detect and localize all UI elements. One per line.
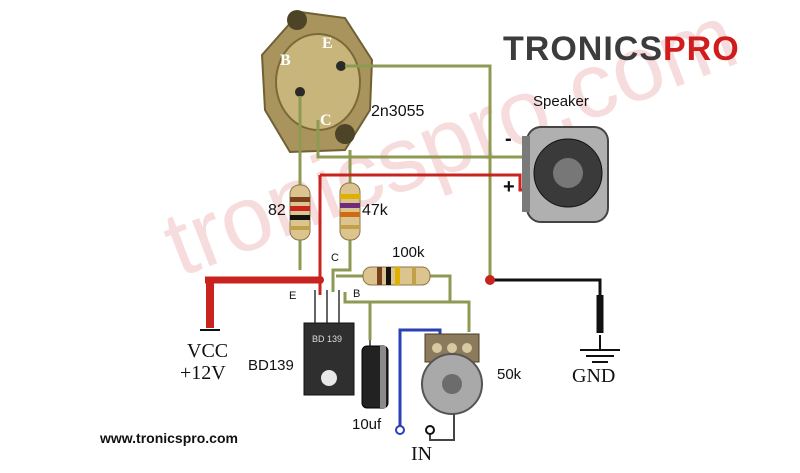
speaker-plus: + bbox=[503, 176, 515, 198]
capacitor-10uf bbox=[361, 340, 389, 409]
voltage-label: +12V bbox=[180, 362, 226, 384]
input-terminal-1 bbox=[395, 425, 405, 435]
pin-c-bd139: C bbox=[331, 252, 339, 264]
input-label: IN bbox=[411, 443, 433, 465]
resistor-82 bbox=[289, 184, 311, 241]
junction-dots bbox=[316, 275, 495, 285]
pin-b-bd139: B bbox=[353, 288, 361, 300]
pin-e-bd139: E bbox=[289, 290, 297, 302]
pot-label: 50k bbox=[497, 366, 522, 383]
capacitor-label: 10uf bbox=[352, 416, 382, 433]
resistor-47k-label: 47k bbox=[362, 202, 388, 219]
input-terminal-2 bbox=[425, 425, 435, 435]
bd139-label: BD139 bbox=[248, 357, 294, 374]
website-url: www.tronicspro.com bbox=[100, 430, 238, 446]
pin-b-2n3055: B bbox=[280, 52, 291, 69]
brand-logo: TRONICSPRO bbox=[503, 30, 740, 68]
pin-e-2n3055: E bbox=[322, 35, 333, 52]
pin-c-2n3055: C bbox=[320, 112, 332, 129]
resistor-100k bbox=[362, 266, 431, 286]
label-2n3055: 2n3055 bbox=[371, 103, 425, 120]
transistor-bd139 bbox=[303, 290, 355, 396]
olive-wires bbox=[298, 64, 527, 340]
transistor-2n3055 bbox=[260, 10, 374, 154]
gnd-label: GND bbox=[572, 365, 616, 387]
ground-symbol bbox=[580, 335, 620, 363]
speaker-minus: - bbox=[505, 128, 512, 150]
vcc-label: VCC bbox=[187, 340, 229, 362]
resistor-82-label: 82 bbox=[268, 202, 286, 219]
speaker bbox=[522, 126, 609, 223]
gnd-wire bbox=[490, 278, 602, 330]
resistor-100k-label: 100k bbox=[392, 244, 425, 261]
bd139-marking: BD 139 bbox=[312, 334, 343, 344]
potentiometer-50k bbox=[421, 333, 483, 415]
speaker-label: Speaker bbox=[533, 93, 589, 110]
resistor-47k bbox=[339, 182, 361, 241]
